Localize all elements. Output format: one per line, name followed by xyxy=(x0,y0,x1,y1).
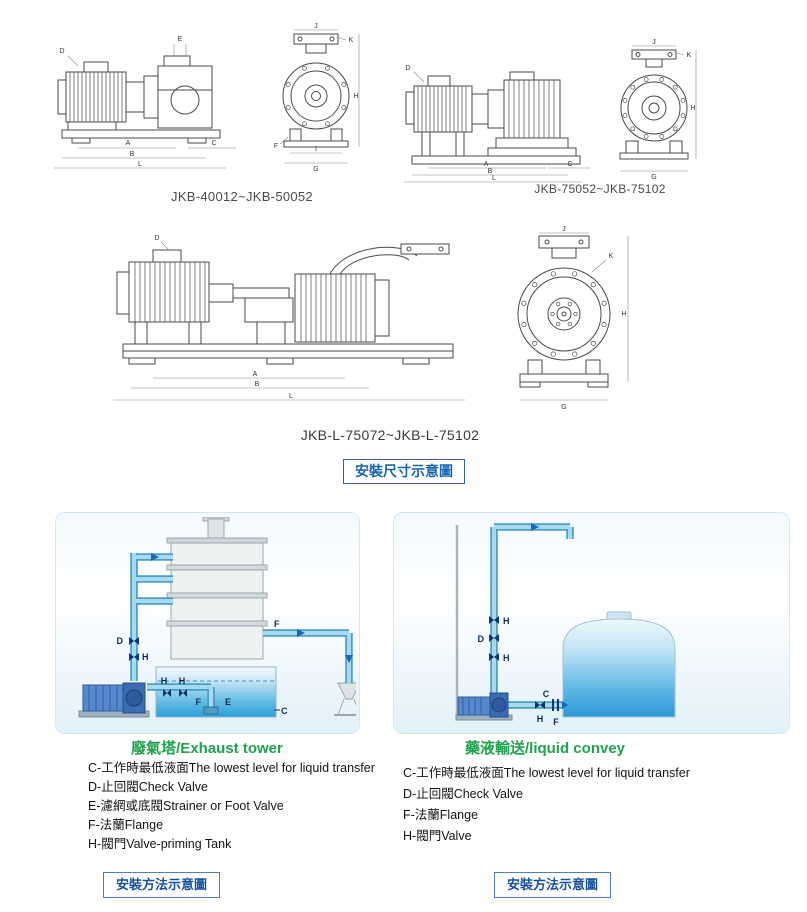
legend-item: F-法蘭Flange xyxy=(88,818,164,832)
storage-tank xyxy=(562,611,676,718)
dimension-lines xyxy=(54,44,236,169)
dim-label-j: J xyxy=(562,226,566,233)
label-valve-h3: H xyxy=(179,676,186,686)
dim-label-a: A xyxy=(484,161,489,168)
dimension-lines xyxy=(404,71,590,183)
legend-item: E-濾網或底閥Strainer or Foot Valve xyxy=(88,799,284,813)
dim-label-d: D xyxy=(59,48,64,55)
foot-strainer xyxy=(203,706,219,715)
dim-label-c: C xyxy=(211,140,216,147)
dim-label-g: G xyxy=(561,404,566,411)
label-valve-h1: H xyxy=(503,616,510,626)
method-diagram-badge-label: 安裝方法示意圖 xyxy=(116,877,208,892)
legend-item: D-止回閥Check Valve xyxy=(403,787,523,801)
pump-front-view xyxy=(619,49,689,160)
drawing-jkb40012-side-view: A C B L D E xyxy=(48,30,263,187)
label-check-valve: D xyxy=(117,636,124,646)
dim-label-k: K xyxy=(609,253,614,260)
dimension-lines xyxy=(113,241,465,401)
label-valve-h2: H xyxy=(503,653,510,663)
liquid-convey-panel: H D H C H F xyxy=(393,512,790,734)
drawing-jkb75052-side-view: A C B L D xyxy=(398,42,603,189)
liquid-convey-title: 藥液輸送/liquid convey xyxy=(464,740,626,757)
model-range-caption-2: JKB-75052~JKB-75102 xyxy=(534,182,666,196)
pump-side-view xyxy=(57,55,221,144)
drawing-jkb-l-75072-front-view: J K H G xyxy=(492,226,637,417)
label-level-c: C xyxy=(281,706,288,716)
dim-label-k: K xyxy=(349,37,354,44)
drawing-jkb-l-75072-side-view: A B L D xyxy=(105,228,485,425)
dim-label-i: I xyxy=(315,146,317,153)
label-level-c: C xyxy=(543,689,550,699)
method-diagram-badge-label: 安裝方法示意圖 xyxy=(507,877,599,892)
exhaust-tower xyxy=(166,517,268,660)
exhaust-tower-title: 廢氣塔/Exhaust tower xyxy=(131,740,283,757)
method-diagram-badge-left: 安裝方法示意圖 xyxy=(103,872,221,898)
dim-label-d: D xyxy=(154,235,159,242)
pump xyxy=(78,682,150,718)
dim-label-h: H xyxy=(353,93,358,100)
method-diagram-badge-right: 安裝方法示意圖 xyxy=(494,872,612,898)
dim-label-l: L xyxy=(492,175,496,182)
pump-side-view xyxy=(405,71,581,165)
label-check-valve: D xyxy=(478,634,485,644)
legend-item: H-閥門Valve-priming Tank xyxy=(88,837,232,851)
label-flange-f: F xyxy=(553,717,559,727)
dim-label-h: H xyxy=(621,311,626,318)
drain-funnel xyxy=(334,682,356,716)
dim-label-l: L xyxy=(138,161,142,168)
label-valve-h1: H xyxy=(142,652,149,662)
pump-front-view xyxy=(282,33,350,148)
dim-label-g: G xyxy=(651,174,656,180)
drawing-jkb75052-front-view: J K H G xyxy=(604,38,704,185)
valve-icons xyxy=(129,637,187,697)
label-valve-h2: H xyxy=(161,676,168,686)
dim-label-a: A xyxy=(253,371,258,378)
dimension-lines xyxy=(279,29,360,164)
dim-label-h: H xyxy=(690,105,695,112)
flow-arrow-icons xyxy=(531,523,568,709)
legend-item: C-工作時最低液面The lowest level for liquid tra… xyxy=(88,761,375,775)
dim-label-c: C xyxy=(567,161,572,168)
dim-label-d: D xyxy=(405,65,410,72)
dimension-lines xyxy=(520,232,629,401)
label-valve-h3: H xyxy=(537,714,544,724)
dim-label-j: J xyxy=(652,39,656,46)
dim-label-a: A xyxy=(126,140,131,147)
pump-front-view xyxy=(517,235,611,388)
legend-item: H-閥門Valve xyxy=(403,829,472,843)
dim-label-j: J xyxy=(314,23,318,30)
valve-icons xyxy=(489,616,559,711)
dim-label-l: L xyxy=(289,393,293,400)
dim-label-k: K xyxy=(687,52,692,59)
pump-side-view xyxy=(116,243,454,365)
legend-item: C-工作時最低液面The lowest level for liquid tra… xyxy=(403,766,690,780)
dim-label-b: B xyxy=(255,381,260,388)
drawing-jkb40012-front-view: J K H F I G xyxy=(266,22,366,179)
pump xyxy=(455,692,513,721)
exhaust-tower-panel: D H H H F E C F xyxy=(55,512,360,734)
dimension-lines xyxy=(620,45,697,172)
dim-label-e: E xyxy=(178,36,183,43)
legend-item: D-止回閥Check Valve xyxy=(88,780,208,794)
model-range-caption-1: JKB-40012~JKB-50052 xyxy=(171,189,313,204)
flow-arrow-icons xyxy=(151,553,353,663)
label-flange-f1: F xyxy=(196,697,202,707)
dimension-diagram-badge-label: 安裝尺寸示意圖 xyxy=(355,463,453,479)
dim-label-f: F xyxy=(274,143,278,150)
dimension-diagram-badge: 安裝尺寸示意圖 xyxy=(343,459,465,484)
label-strainer-e: E xyxy=(225,697,231,707)
label-flange-f2: F xyxy=(274,619,280,629)
model-range-caption-3: JKB-L-75072~JKB-L-75102 xyxy=(300,427,480,443)
legend-item: F-法蘭Flange xyxy=(403,808,479,822)
dim-label-b: B xyxy=(130,151,135,158)
dim-label-b: B xyxy=(488,168,493,175)
dim-label-g: G xyxy=(313,166,318,173)
